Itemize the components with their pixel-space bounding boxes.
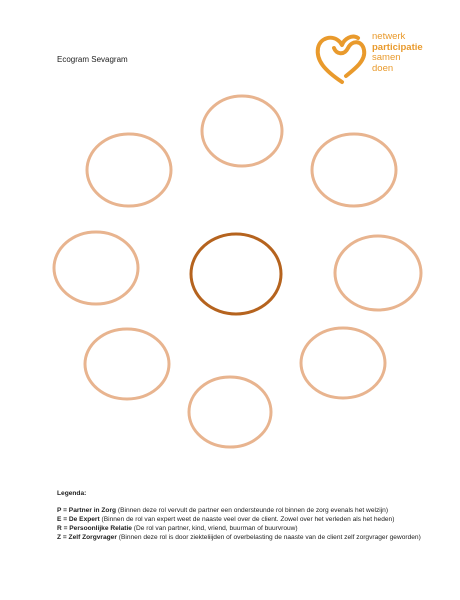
legend-key: P = Partner in Zorg [57, 507, 117, 514]
logo-line-samen: samen [372, 52, 401, 63]
middle-left-circle [52, 230, 140, 306]
lower-right-circle [299, 326, 387, 400]
middle-right-circle [333, 234, 423, 312]
legend-item-zorgvrager: Z = Zelf Zorgvrager (Binnen deze rol is … [57, 533, 427, 542]
legend-description: (Binnen de rol van expert weet de naaste… [99, 516, 395, 523]
document-title: Ecogram Sevagram [57, 55, 128, 64]
legend-description: (De rol van partner, kind, vriend, buurm… [131, 525, 298, 532]
netwerk-participatie-logo: netwerk participatie samen doen [312, 30, 452, 86]
legend-item-partner: P = Partner in Zorg (Binnen deze rol ver… [57, 506, 427, 515]
legend-title: Legenda: [57, 490, 87, 497]
legend-key: E = De Expert [57, 516, 100, 523]
legend-item-expert: E = De Expert (Binnen de rol van expert … [57, 515, 427, 524]
top-circle [200, 94, 284, 168]
upper-left-circle [85, 132, 173, 208]
legend-description: (Binnen deze rol vervult de partner een … [116, 507, 389, 514]
heart-logo-icon [315, 34, 367, 84]
center-circle [189, 232, 283, 316]
legend-description: (Binnen deze rol is door ziekteliijden o… [116, 534, 421, 541]
logo-line-participatie: participatie [372, 41, 423, 53]
legend-key: Z = Zelf Zorgvrager [57, 534, 117, 541]
upper-right-circle [310, 132, 398, 208]
legend: Legenda: P = Partner in Zorg (Binnen dez… [57, 489, 427, 542]
bottom-circle [187, 375, 273, 449]
legend-key: R = Persoonlijke Relatie [57, 525, 132, 532]
logo-line-doen: doen [372, 62, 394, 74]
lower-left-circle [83, 327, 171, 401]
legend-item-relatie: R = Persoonlijke Relatie (De rol van par… [57, 524, 427, 533]
logo-line-netwerk: netwerk [372, 31, 406, 42]
